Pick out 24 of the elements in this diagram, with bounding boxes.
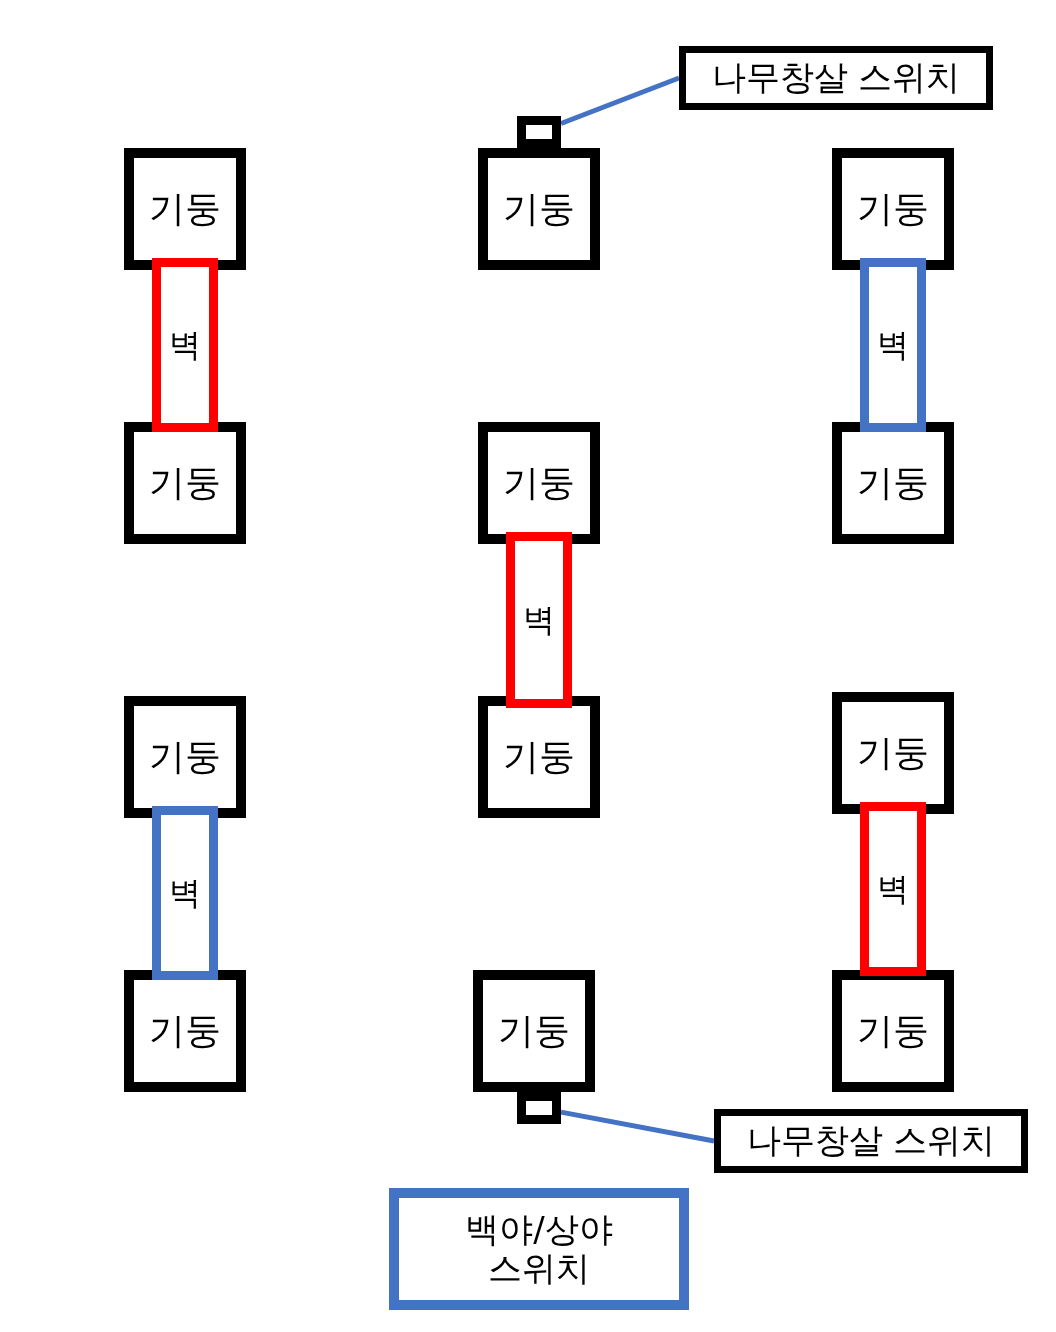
- pillar-box: 기둥: [124, 696, 246, 818]
- small-box: [517, 1092, 561, 1124]
- label-box: 나무창살 스위치: [714, 1109, 1028, 1173]
- leader-line: [560, 1109, 715, 1144]
- wall-box: 벽: [152, 258, 218, 432]
- wall-box: 벽: [860, 258, 926, 432]
- pillar-box: 기둥: [124, 148, 246, 270]
- wall-box: 벽: [860, 802, 926, 976]
- switch-box: 백야/상야 스위치: [389, 1188, 689, 1310]
- wall-box: 벽: [506, 532, 572, 708]
- leader-line: [560, 75, 680, 126]
- small-box: [517, 116, 561, 148]
- pillar-box: 기둥: [832, 970, 954, 1092]
- pillar-box: 기둥: [832, 692, 954, 814]
- pillar-box: 기둥: [473, 970, 595, 1092]
- label-box: 나무창살 스위치: [679, 46, 993, 110]
- pillar-box: 기둥: [478, 696, 600, 818]
- pillar-box: 기둥: [478, 148, 600, 270]
- pillar-box: 기둥: [478, 422, 600, 544]
- pillar-box: 기둥: [832, 422, 954, 544]
- wall-box: 벽: [152, 806, 218, 980]
- pillar-box: 기둥: [124, 422, 246, 544]
- pillar-box: 기둥: [832, 148, 954, 270]
- pillar-box: 기둥: [124, 970, 246, 1092]
